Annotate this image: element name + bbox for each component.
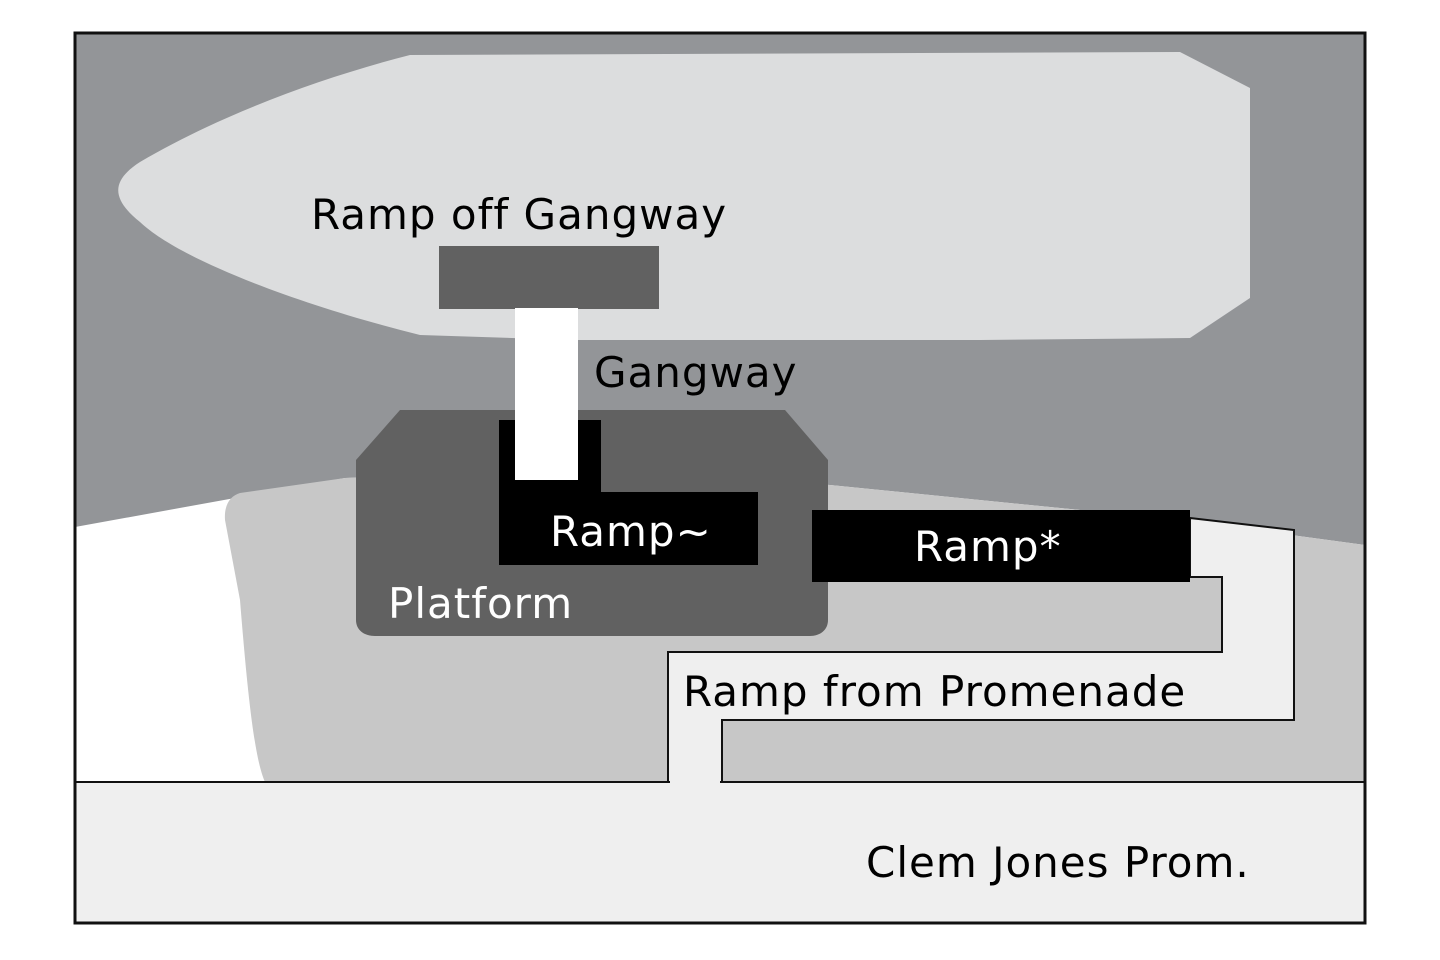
- label-ramp-off-gangway: Ramp off Gangway: [311, 190, 727, 239]
- label-gangway: Gangway: [594, 348, 798, 397]
- gangway: [515, 308, 578, 480]
- label-ramp-star: Ramp*: [914, 522, 1062, 571]
- ramp-star: [812, 510, 1190, 582]
- promenade: [75, 782, 1365, 923]
- ramp-off-gangway: [439, 246, 659, 309]
- ship: [118, 52, 1251, 340]
- label-platform: Platform: [388, 579, 573, 628]
- label-promenade: Clem Jones Prom.: [866, 838, 1250, 887]
- map-frame: [73, 31, 1367, 925]
- label-ramp-from-promenade: Ramp from Promenade: [683, 667, 1186, 716]
- label-ramp-tilde: Ramp~: [550, 507, 712, 556]
